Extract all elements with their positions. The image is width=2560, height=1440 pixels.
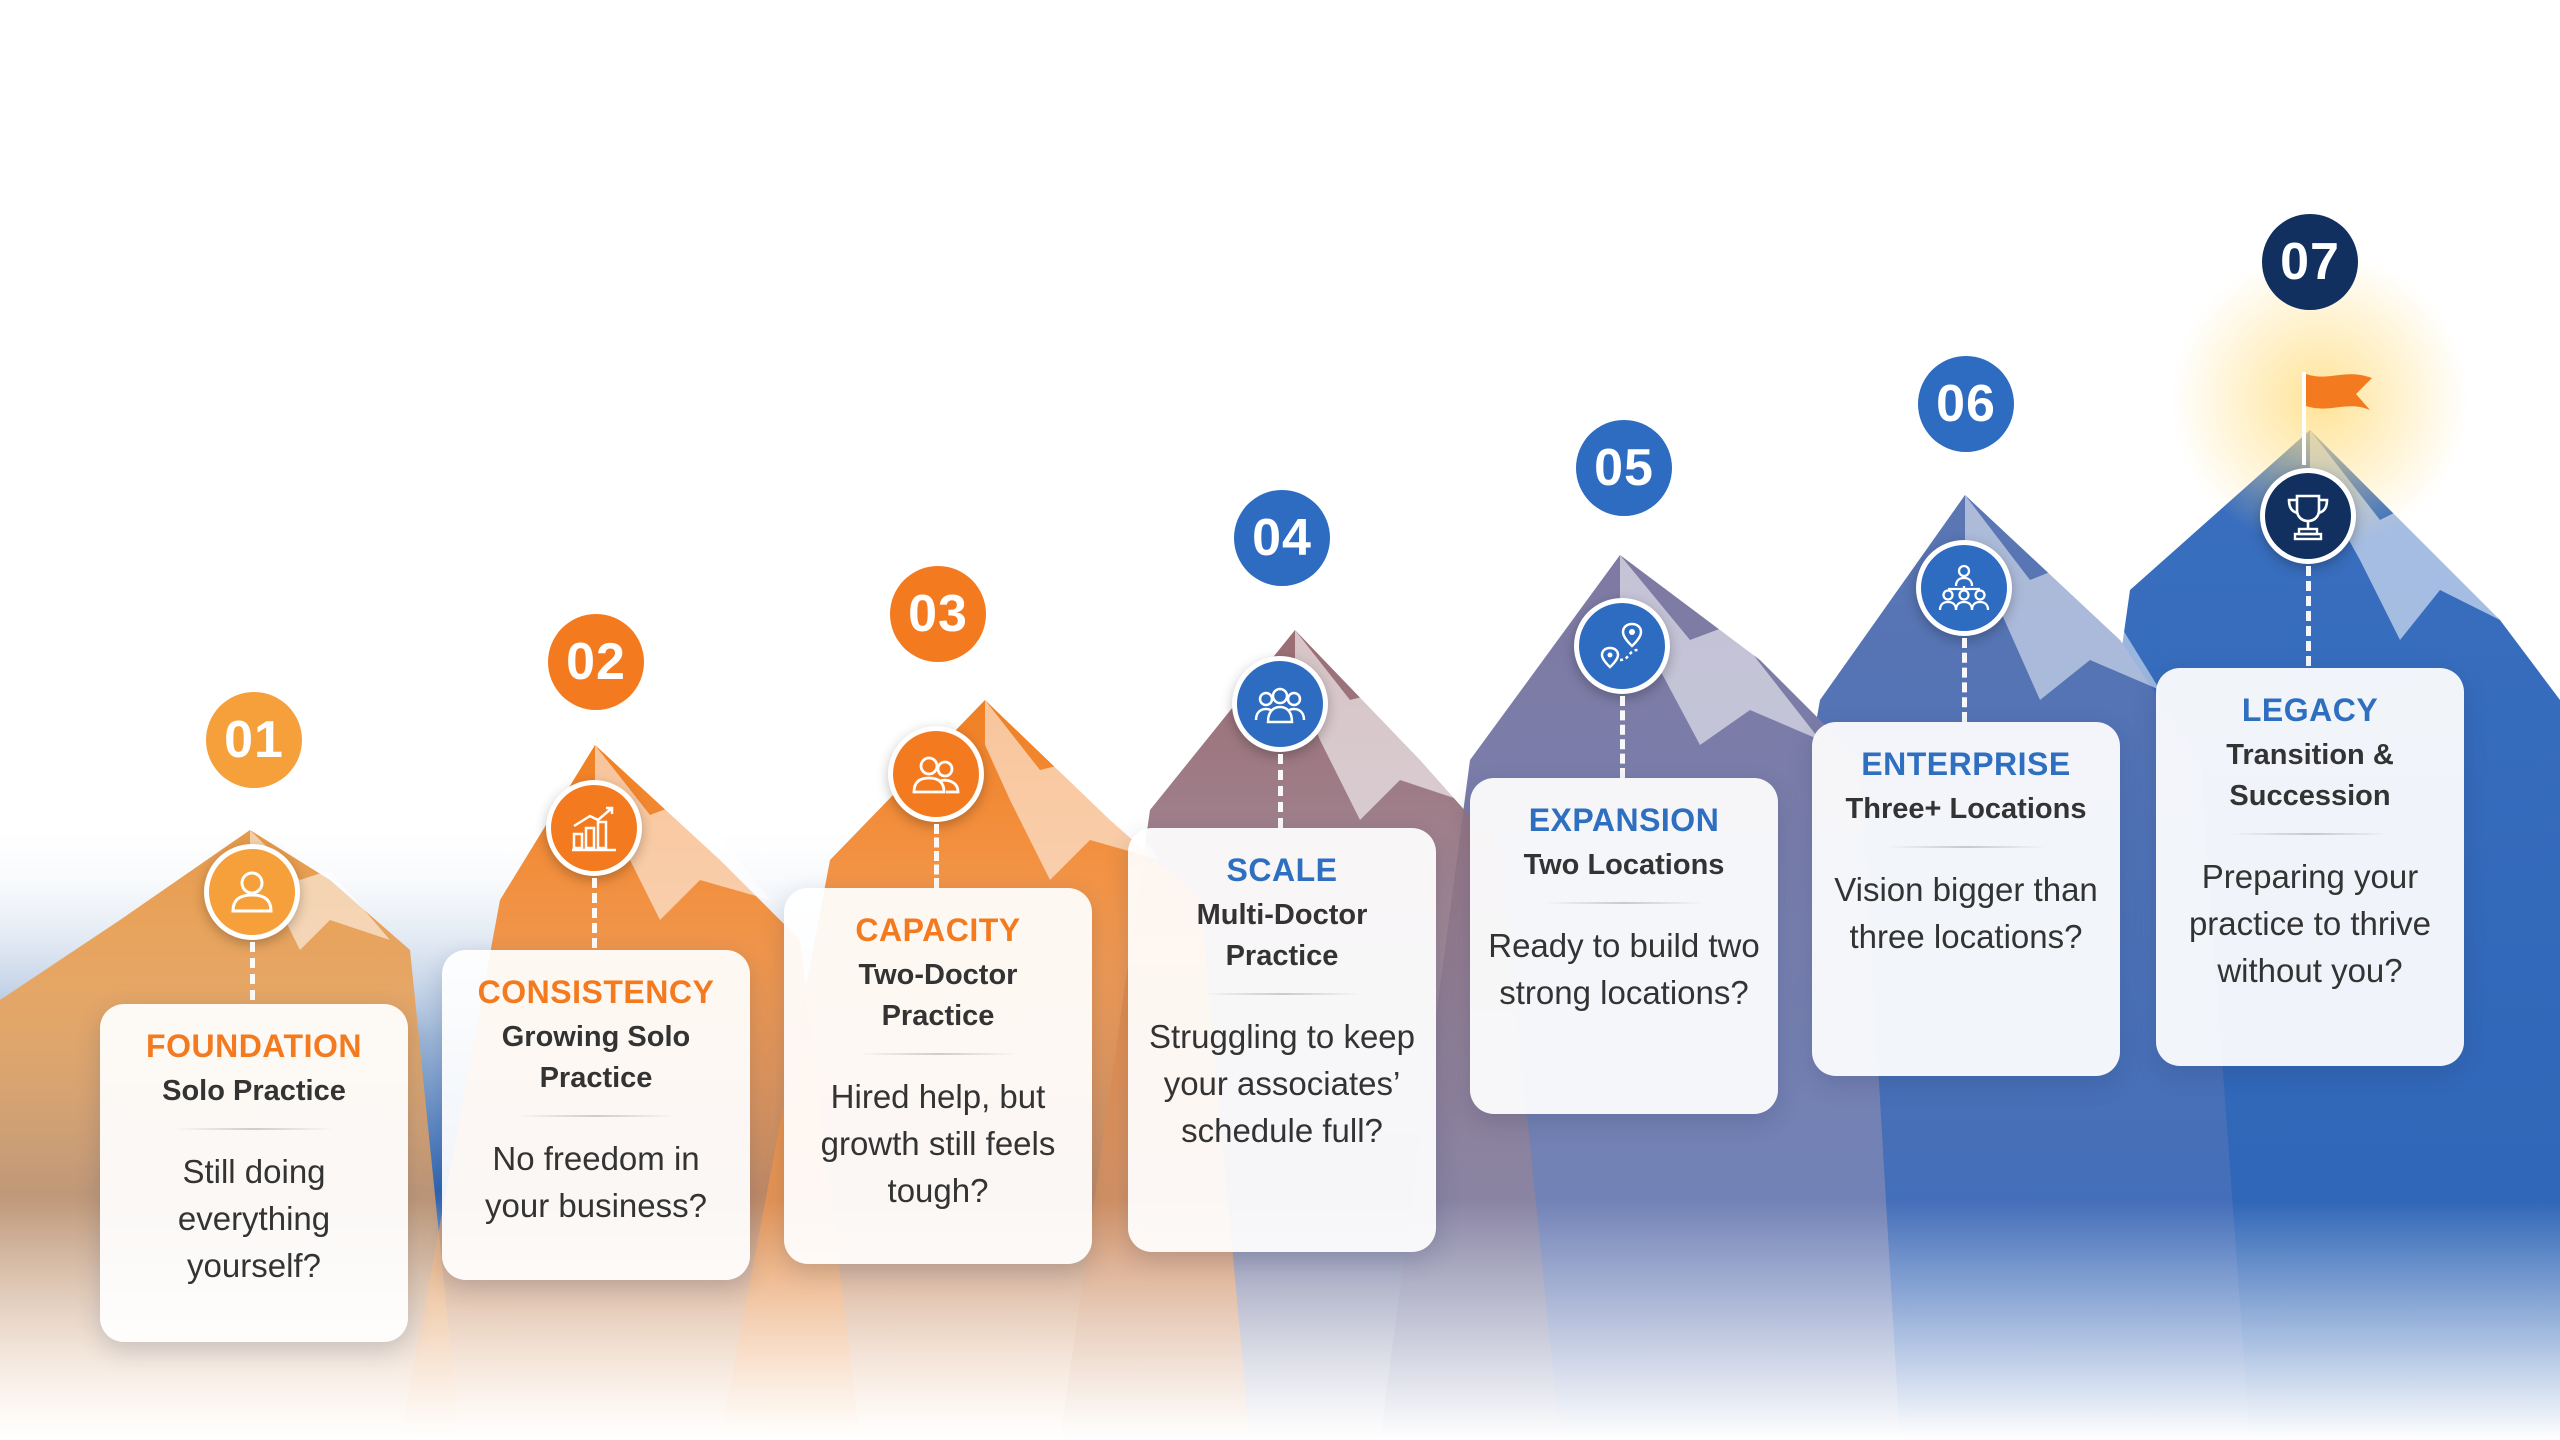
stage-category: ENTERPRISE	[1861, 746, 2071, 782]
connector-line	[2306, 566, 2311, 666]
connector-line	[1620, 696, 1625, 778]
stage-card: CAPACITY Two-Doctor Practice Hired help,…	[784, 888, 1092, 1264]
stage-card: ENTERPRISE Three+ Locations Vision bigge…	[1812, 722, 2120, 1076]
divider	[174, 1128, 334, 1130]
stage-category: FOUNDATION	[146, 1028, 362, 1064]
stage-question: Ready to build two strong locations?	[1488, 927, 1760, 1011]
divider	[2230, 833, 2390, 835]
stage-card: EXPANSION Two Locations Ready to build t…	[1470, 778, 1778, 1114]
connector-line	[592, 878, 597, 948]
stage-number-badge: 07	[2262, 214, 2358, 310]
connector-line	[1962, 638, 1967, 722]
stage-card: LEGACY Transition & Succession Preparing…	[2156, 668, 2464, 1066]
stage-card: CONSISTENCY Growing Solo Practice No fre…	[442, 950, 750, 1280]
stage-number-badge: 01	[206, 692, 302, 788]
trophy-icon	[2260, 468, 2356, 564]
divider	[1544, 902, 1704, 904]
connector-line	[934, 824, 939, 888]
network-people-icon	[1916, 540, 2012, 636]
divider	[1202, 993, 1362, 995]
stage-question: Preparing your practice to thrive withou…	[2188, 858, 2432, 989]
stage-category: SCALE	[1226, 852, 1338, 888]
two-people-icon	[888, 726, 984, 822]
stage-question: Struggling to keep your associates’ sche…	[1148, 1018, 1415, 1149]
stage-category: LEGACY	[2241, 692, 2379, 728]
stage-card: FOUNDATION Solo Practice Still doing eve…	[100, 1004, 408, 1342]
growth-chart-icon	[546, 780, 642, 876]
divider	[1886, 846, 2046, 848]
stage-question: Still doing everything yourself?	[177, 1153, 331, 1284]
stage-category: CONSISTENCY	[477, 974, 715, 1010]
stage-question: No freedom in your business?	[485, 1140, 707, 1224]
stage-subtitle: Two-Doctor Practice	[858, 959, 1018, 1032]
summit-flag-icon	[2302, 372, 2372, 465]
route-locations-icon	[1574, 598, 1670, 694]
divider	[516, 1115, 676, 1117]
stage-subtitle: Growing Solo Practice	[501, 1021, 691, 1094]
stage-question: Hired help, but growth still feels tough…	[820, 1078, 1056, 1209]
stage-card: SCALE Multi-Doctor Practice Struggling t…	[1128, 828, 1436, 1252]
stage-question: Vision bigger than three locations?	[1834, 871, 2098, 955]
stage-number-badge: 02	[548, 614, 644, 710]
stage-subtitle: Transition & Succession	[2226, 739, 2394, 812]
stage-number-badge: 06	[1918, 356, 2014, 452]
stage-number-badge: 05	[1576, 420, 1672, 516]
connector-line	[250, 942, 255, 1000]
stage-category: CAPACITY	[855, 912, 1021, 948]
stage-number-badge: 04	[1234, 490, 1330, 586]
stage-subtitle: Multi-Doctor Practice	[1196, 899, 1368, 972]
person-icon	[204, 844, 300, 940]
stage-category: EXPANSION	[1528, 802, 1720, 838]
connector-line	[1278, 754, 1283, 828]
stage-number-badge: 03	[890, 566, 986, 662]
divider	[858, 1053, 1018, 1055]
stage-subtitle: Solo Practice	[162, 1075, 346, 1107]
group-icon	[1232, 656, 1328, 752]
stage-subtitle: Three+ Locations	[1845, 793, 2087, 825]
stage-subtitle: Two Locations	[1523, 849, 1725, 881]
